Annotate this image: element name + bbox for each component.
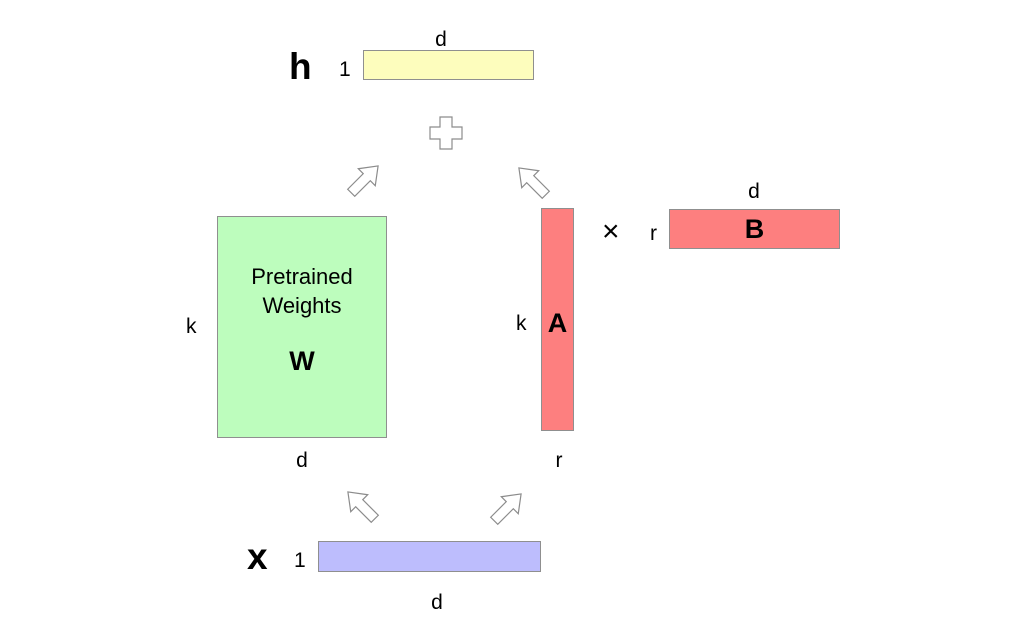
pretrained-weights-matrix: Pretrained Weights W: [217, 216, 387, 438]
matrix-b-symbol: B: [744, 214, 765, 244]
matrix-b-rows-label: r: [650, 222, 657, 245]
matrix-b: B: [669, 209, 840, 249]
arrow-icon-input-to-lora: [489, 493, 522, 526]
matrix-a-symbol: A: [547, 308, 568, 338]
input-symbol: x: [247, 536, 268, 577]
arrow-icon-input-to-weights: [347, 491, 380, 524]
matrix-b-cols-label: d: [748, 180, 760, 203]
matrix-a-cols-label: r: [555, 449, 563, 472]
arrow-icon-lora-to-sum: [518, 167, 551, 200]
weights-rows-label: k: [186, 315, 197, 338]
input-rows-label: 1: [294, 549, 306, 572]
weights-title-line1: Pretrained: [251, 264, 353, 289]
weights-cols-label: d: [296, 449, 308, 472]
input-cols-label: d: [431, 591, 443, 614]
weights-symbol: W: [289, 346, 315, 376]
output-symbol: h: [289, 46, 312, 87]
output-vector: [363, 50, 534, 80]
matrix-a-rows-label: k: [516, 312, 527, 335]
input-vector: [318, 541, 541, 572]
output-cols-label: d: [435, 28, 447, 51]
multiply-sign: ×: [602, 215, 620, 248]
weights-title-line2: Weights: [262, 293, 342, 318]
output-rows-label: 1: [339, 58, 351, 81]
matrix-a: A: [541, 208, 574, 431]
plus-icon: [429, 116, 463, 150]
arrow-icon-weights-to-sum: [346, 165, 379, 198]
